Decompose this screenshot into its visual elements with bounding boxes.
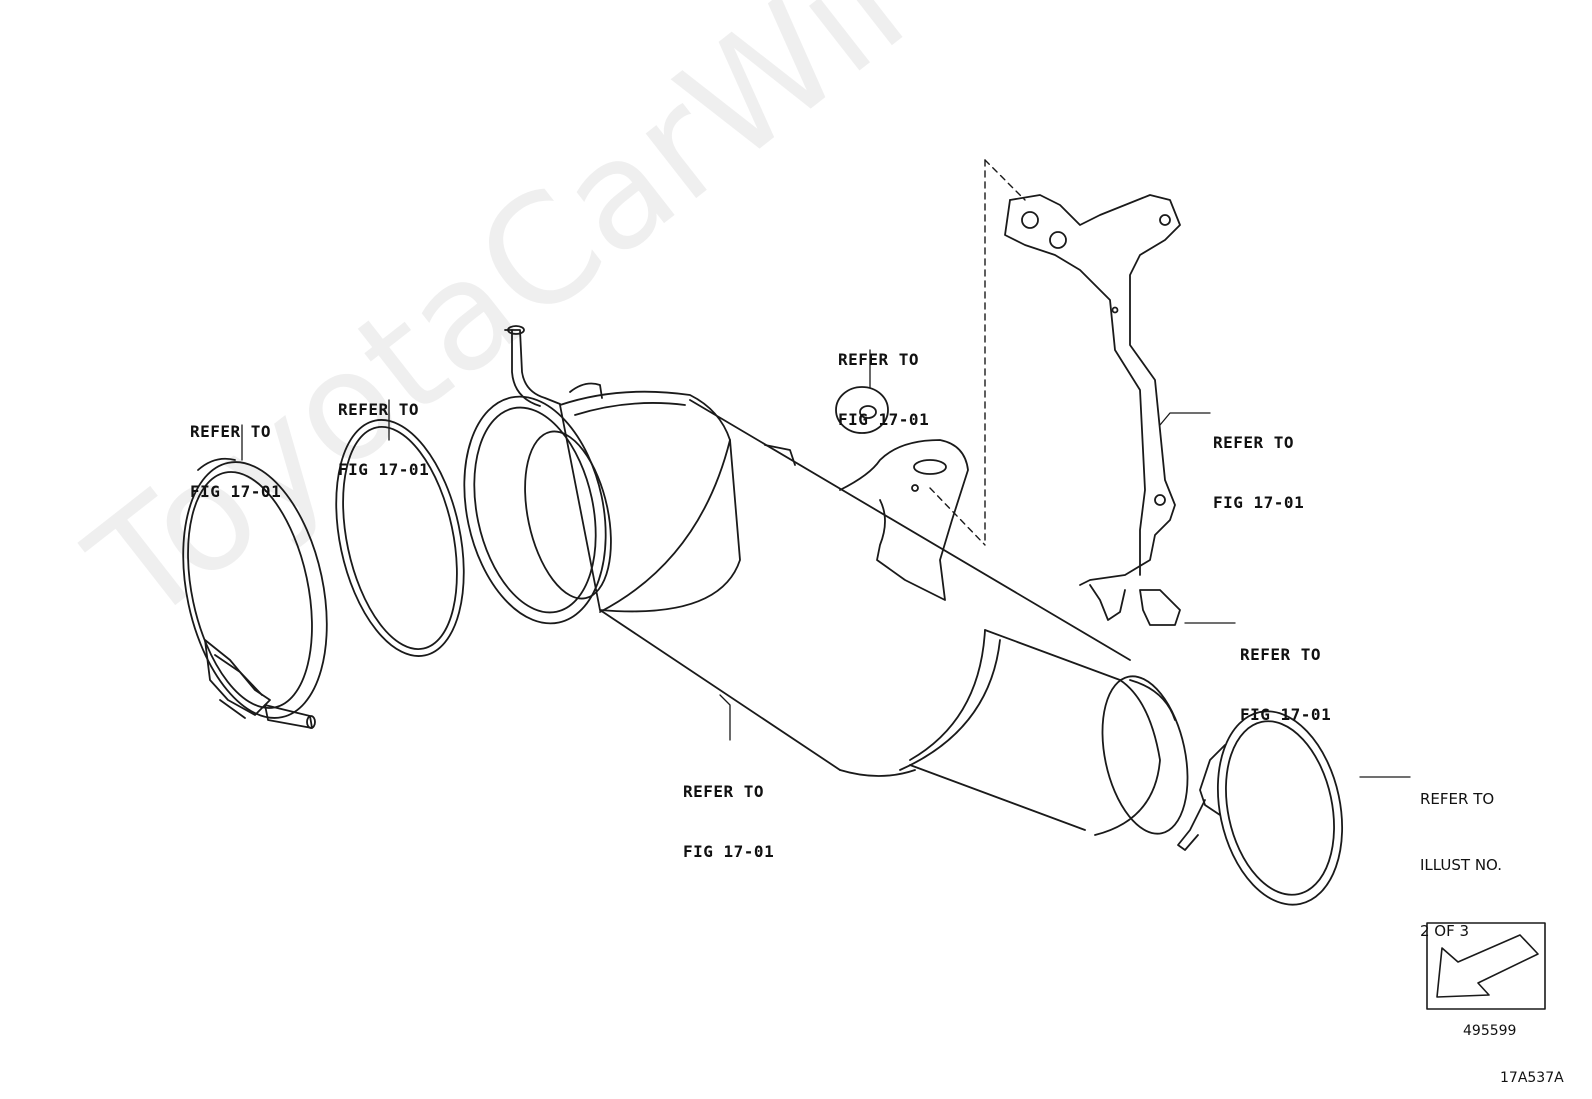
callout-line: FIG 17-01 <box>338 460 430 479</box>
callout-gasket-front: REFER TO FIG 17-01 <box>338 360 429 500</box>
callout-line: REFER TO <box>338 400 420 419</box>
front-gasket[interactable] <box>316 408 483 668</box>
figure-code: 17A537A <box>1500 1070 1564 1086</box>
callout-line: FIG 17-01 <box>1213 493 1305 512</box>
callout-line: REFER TO <box>1420 790 1495 808</box>
callout-grommet: REFER TO FIG 17-01 <box>838 310 929 450</box>
reference-dashed-line <box>929 159 1026 546</box>
callout-line: FIG 17-01 <box>190 482 282 501</box>
mounting-bracket[interactable] <box>1004 194 1181 586</box>
leader-lines <box>241 349 1411 778</box>
callout-line: FIG 17-01 <box>1240 705 1332 724</box>
direction-code: 495599 <box>1463 1023 1517 1039</box>
grommet[interactable] <box>835 386 889 434</box>
rear-clamp[interactable] <box>1177 700 1359 917</box>
callout-line: ILLUST NO. <box>1420 856 1503 874</box>
callout-line: REFER TO <box>838 350 920 369</box>
callout-line: FIG 17-01 <box>683 842 775 861</box>
callout-converter: REFER TO FIG 17-01 <box>683 742 774 882</box>
callout-bracket: REFER TO FIG 17-01 <box>1213 393 1304 533</box>
callout-clip: REFER TO FIG 17-01 <box>1240 605 1331 745</box>
callout-line: REFER TO <box>1213 433 1295 452</box>
callout-line: REFER TO <box>683 782 765 801</box>
front-clamp[interactable] <box>161 449 348 732</box>
catalytic-converter[interactable] <box>445 325 1201 842</box>
callout-line: REFER TO <box>190 422 272 441</box>
clip[interactable] <box>1089 584 1181 626</box>
callout-clamp-front: REFER TO FIG 17-01 <box>190 382 281 522</box>
callout-line: 2 OF 3 <box>1420 922 1470 940</box>
callout-line: FIG 17-01 <box>838 410 930 429</box>
callout-clamp-rear: REFER TO ILLUST NO. 2 OF 3 <box>1420 744 1502 964</box>
direction-indicator <box>1426 922 1546 1010</box>
callout-line: REFER TO <box>1240 645 1322 664</box>
